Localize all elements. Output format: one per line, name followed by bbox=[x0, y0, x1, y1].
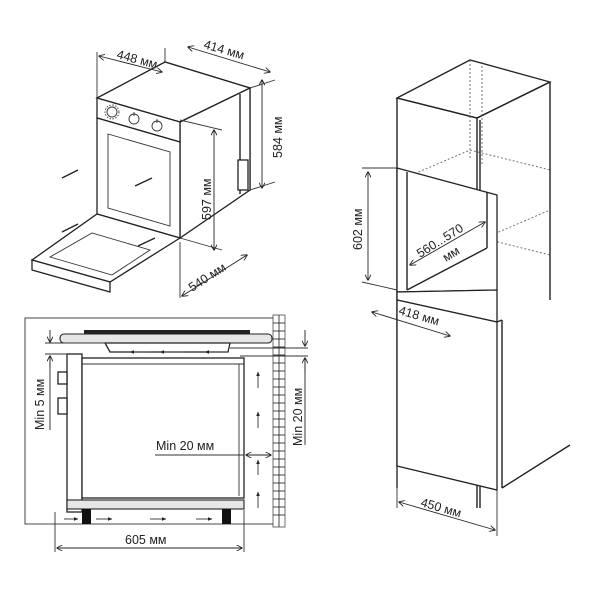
airflow-arrows bbox=[64, 350, 260, 521]
cabinet-width-label: 450 мм bbox=[419, 495, 463, 520]
oven-depth-label: 414 мм bbox=[202, 37, 246, 62]
brick-wall bbox=[272, 314, 286, 528]
oven-front-height-label: 597 мм bbox=[200, 178, 214, 220]
oven-isometric-view bbox=[30, 47, 276, 298]
niche-height-label: 602 мм bbox=[351, 208, 365, 250]
oven-width-label: 448 мм bbox=[115, 47, 159, 71]
side-width-label: 605 мм bbox=[125, 533, 167, 547]
side-section-view bbox=[24, 314, 308, 552]
rear-gap-label: Min 20 мм bbox=[156, 439, 214, 453]
screw-icons bbox=[61, 169, 156, 247]
oven-height-label: 584 мм bbox=[271, 116, 285, 158]
wall-gap-vertical-label: Min 20 мм bbox=[291, 388, 305, 446]
top-gap-label: Min 5 мм bbox=[33, 379, 47, 430]
oven-total-depth-label: 540 мм bbox=[186, 260, 228, 294]
cabinet-isometric-view bbox=[361, 59, 571, 536]
